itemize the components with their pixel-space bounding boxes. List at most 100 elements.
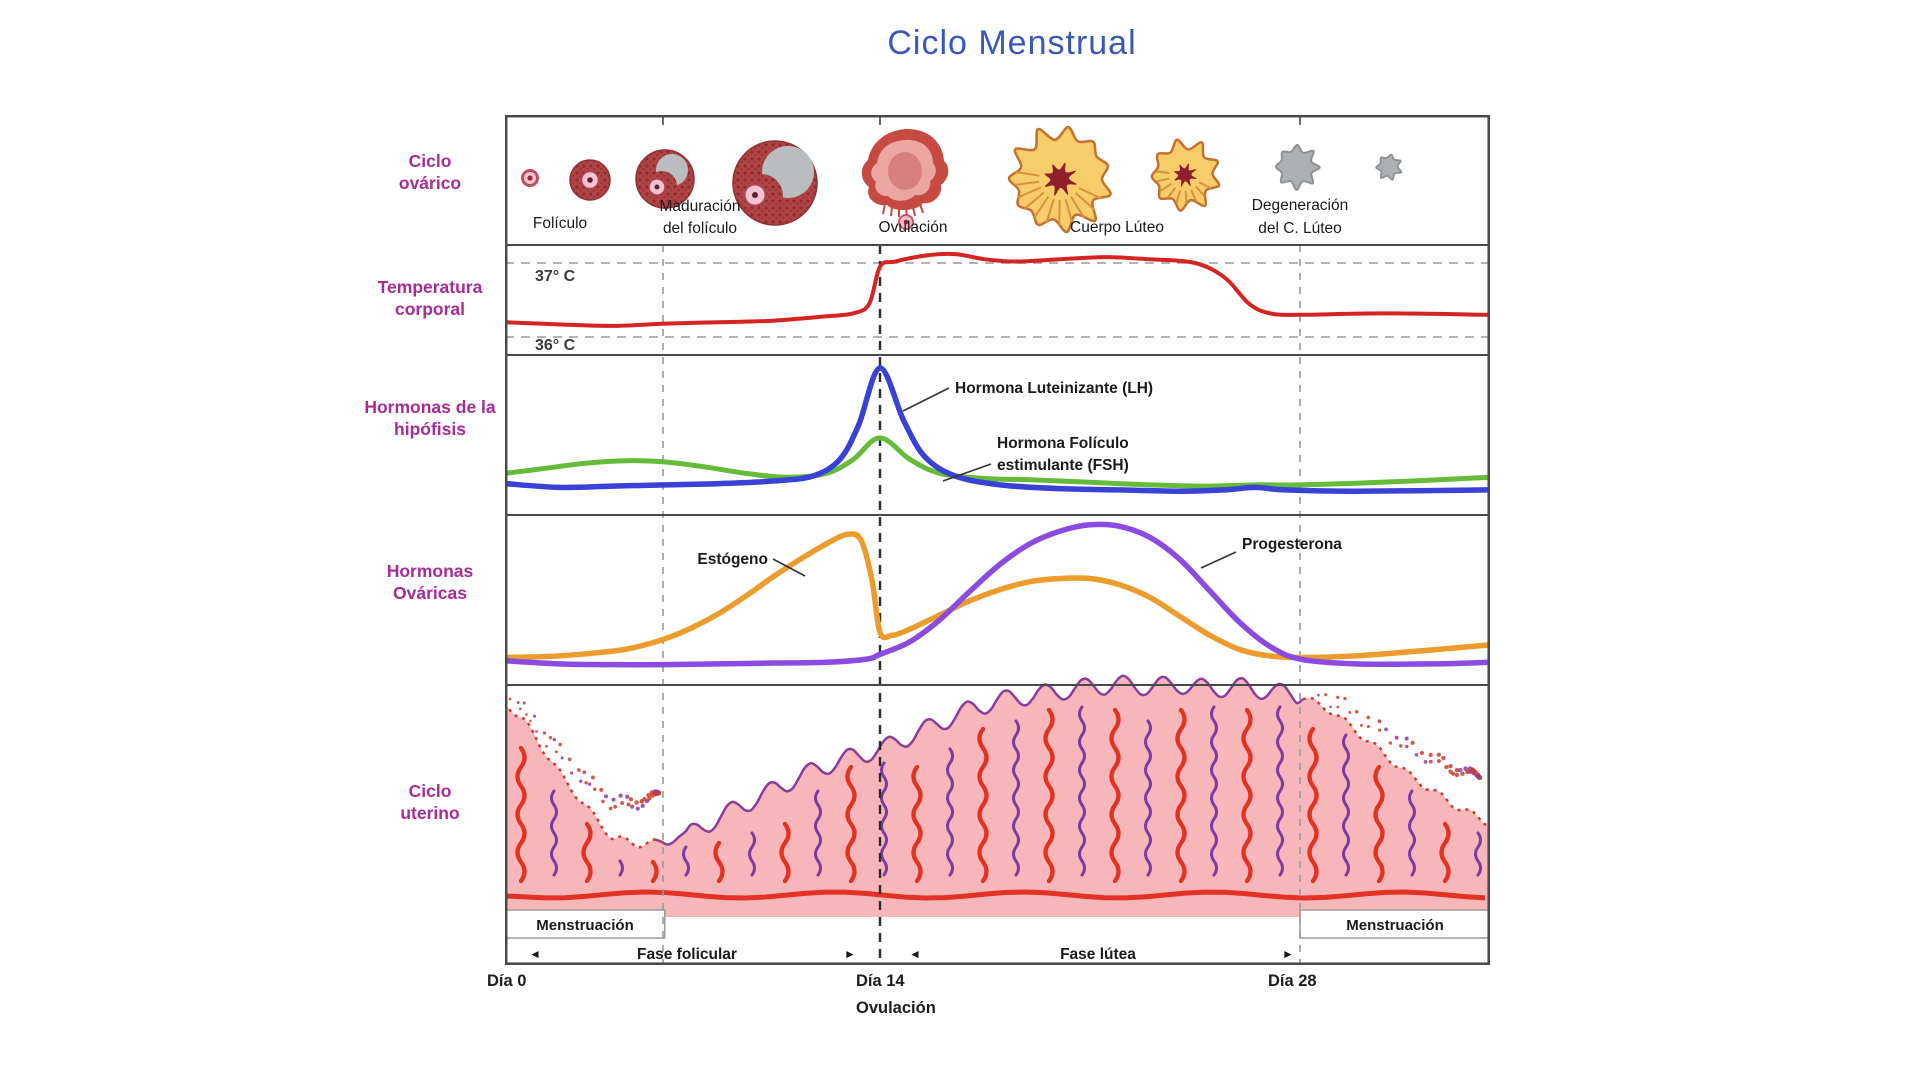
follicle-secondary-icon: [570, 160, 610, 200]
shedding-speckle: [555, 750, 558, 753]
shedding-speckle: [1343, 697, 1346, 700]
temp-37-label: 37° C: [535, 268, 576, 285]
follicular-arrow-left: ◄: [529, 947, 541, 961]
page-title: Ciclo Menstrual: [712, 24, 1312, 63]
shedding-speckle: [634, 800, 638, 804]
shedding-speckle: [646, 793, 651, 798]
shedding-speckle: [549, 736, 552, 739]
stage-degeneration-label: Degeneración: [1252, 197, 1349, 214]
shedding-speckle: [517, 701, 520, 704]
menstruation-label-right: Menstruación: [1346, 917, 1444, 934]
luteal-arrow-right: ►: [1282, 947, 1294, 961]
lh-annotation: Hormona Luteinizante (LH): [955, 380, 1153, 397]
shedding-speckle: [1360, 724, 1363, 727]
corpus-luteum-icons: [1009, 127, 1402, 232]
shedding-speckle: [568, 758, 572, 762]
shedding-speckle: [582, 770, 586, 774]
stage-maturation-label: Maduración: [660, 198, 741, 215]
shedding-speckle: [1437, 753, 1441, 757]
shedding-speckle: [1324, 693, 1327, 696]
stage-maturation-label2: del folículo: [663, 220, 737, 237]
shedding-speckle: [1411, 741, 1415, 745]
shedding-speckle: [625, 795, 629, 799]
menstruation-label-left: Menstruación: [536, 917, 634, 934]
degenerating-luteum-icon: [1276, 145, 1320, 190]
temp-36-label: 36° C: [535, 337, 576, 354]
shedding-speckle: [543, 731, 546, 734]
shedding-speckle: [1415, 753, 1419, 757]
shedding-speckle: [1458, 768, 1462, 772]
stage-corpus-luteum-label: Cuerpo Lúteo: [1070, 219, 1164, 236]
lh-callout-line: [903, 388, 949, 411]
day28-label: Día 28: [1268, 972, 1317, 991]
shedding-speckle: [1470, 767, 1475, 772]
follicular-arrow-right: ►: [844, 947, 856, 961]
shedding-speckle: [1395, 736, 1399, 740]
shedding-speckle: [588, 782, 591, 785]
shedding-speckle: [599, 788, 603, 792]
follicle-primary-icon: [523, 171, 538, 186]
day14-label: Día 14: [856, 972, 905, 991]
shedding-speckle: [657, 791, 662, 796]
shedding-speckle: [1476, 775, 1481, 780]
shedding-speckle: [1317, 694, 1320, 697]
shedding-speckle: [1405, 745, 1409, 749]
shedding-speckle: [1441, 756, 1445, 760]
temperature-curve: [505, 254, 1490, 326]
shedding-speckle: [509, 698, 512, 701]
stage-follicle-label: Folículo: [533, 215, 587, 232]
shedding-speckle: [1366, 716, 1370, 720]
luteum-fold-line: [1186, 191, 1187, 204]
shedding-speckle: [604, 794, 608, 798]
shedding-speckle: [545, 745, 548, 748]
shedding-speckle: [1465, 770, 1469, 774]
shedding-speckle: [1367, 725, 1370, 728]
ovulation-icon: [862, 129, 949, 229]
shedding-speckle: [1429, 760, 1433, 764]
shedding-speckle: [1420, 751, 1424, 755]
follicle-mature-icon: [733, 141, 817, 225]
ovarian-cycle-illustration: [523, 127, 1402, 232]
shedding-speckle: [591, 776, 595, 780]
shedding-speckle: [1448, 764, 1452, 768]
shedding-speckle: [570, 771, 573, 774]
follicular-phase-label: Fase folicular: [637, 946, 737, 963]
estrogen-annotation: Estógeno: [697, 551, 768, 568]
shedding-speckle: [1329, 705, 1332, 708]
shedding-speckle: [629, 797, 633, 801]
shedding-speckle: [1355, 710, 1358, 713]
shedding-speckle: [620, 801, 624, 805]
shedding-speckle: [636, 807, 640, 811]
degenerated-luteum-icon: [1376, 155, 1401, 180]
shedding-speckle: [1384, 728, 1388, 732]
day14-ovulation-label: Ovulación: [856, 999, 936, 1018]
estrogen-curve: [505, 534, 1490, 658]
shedding-speckle: [1389, 741, 1392, 744]
shedding-speckle: [1337, 706, 1340, 709]
shedding-speckle: [1336, 696, 1339, 699]
shedding-speckle: [1424, 760, 1428, 764]
shedding-speckle: [1429, 753, 1433, 757]
shedding-speckle: [529, 720, 532, 723]
shedding-speckle: [609, 807, 613, 811]
shedding-speckle: [1437, 759, 1441, 763]
shedding-speckle: [1399, 744, 1402, 747]
shedding-speckle: [525, 713, 528, 716]
shedding-speckle: [641, 804, 645, 808]
endometrium-illustration: [505, 676, 1489, 917]
shedding-speckle: [1444, 765, 1448, 769]
progesterone-annotation: Progesterona: [1242, 536, 1342, 553]
fsh-annotation2: estimulante (FSH): [997, 457, 1129, 474]
shedding-speckle: [627, 803, 631, 807]
shedding-speckle: [553, 738, 556, 741]
progesterone-callout-line: [1201, 552, 1236, 568]
shedding-speckle: [523, 702, 526, 705]
shedding-speckle: [1378, 729, 1381, 732]
shedding-speckle: [1378, 719, 1382, 723]
shedding-speckle: [1451, 772, 1455, 776]
shedding-speckle: [584, 781, 587, 784]
luteal-arrow-left: ◄: [909, 947, 921, 961]
shedding-speckle: [1455, 773, 1459, 777]
luteal-phase-label: Fase lútea: [1060, 946, 1136, 963]
